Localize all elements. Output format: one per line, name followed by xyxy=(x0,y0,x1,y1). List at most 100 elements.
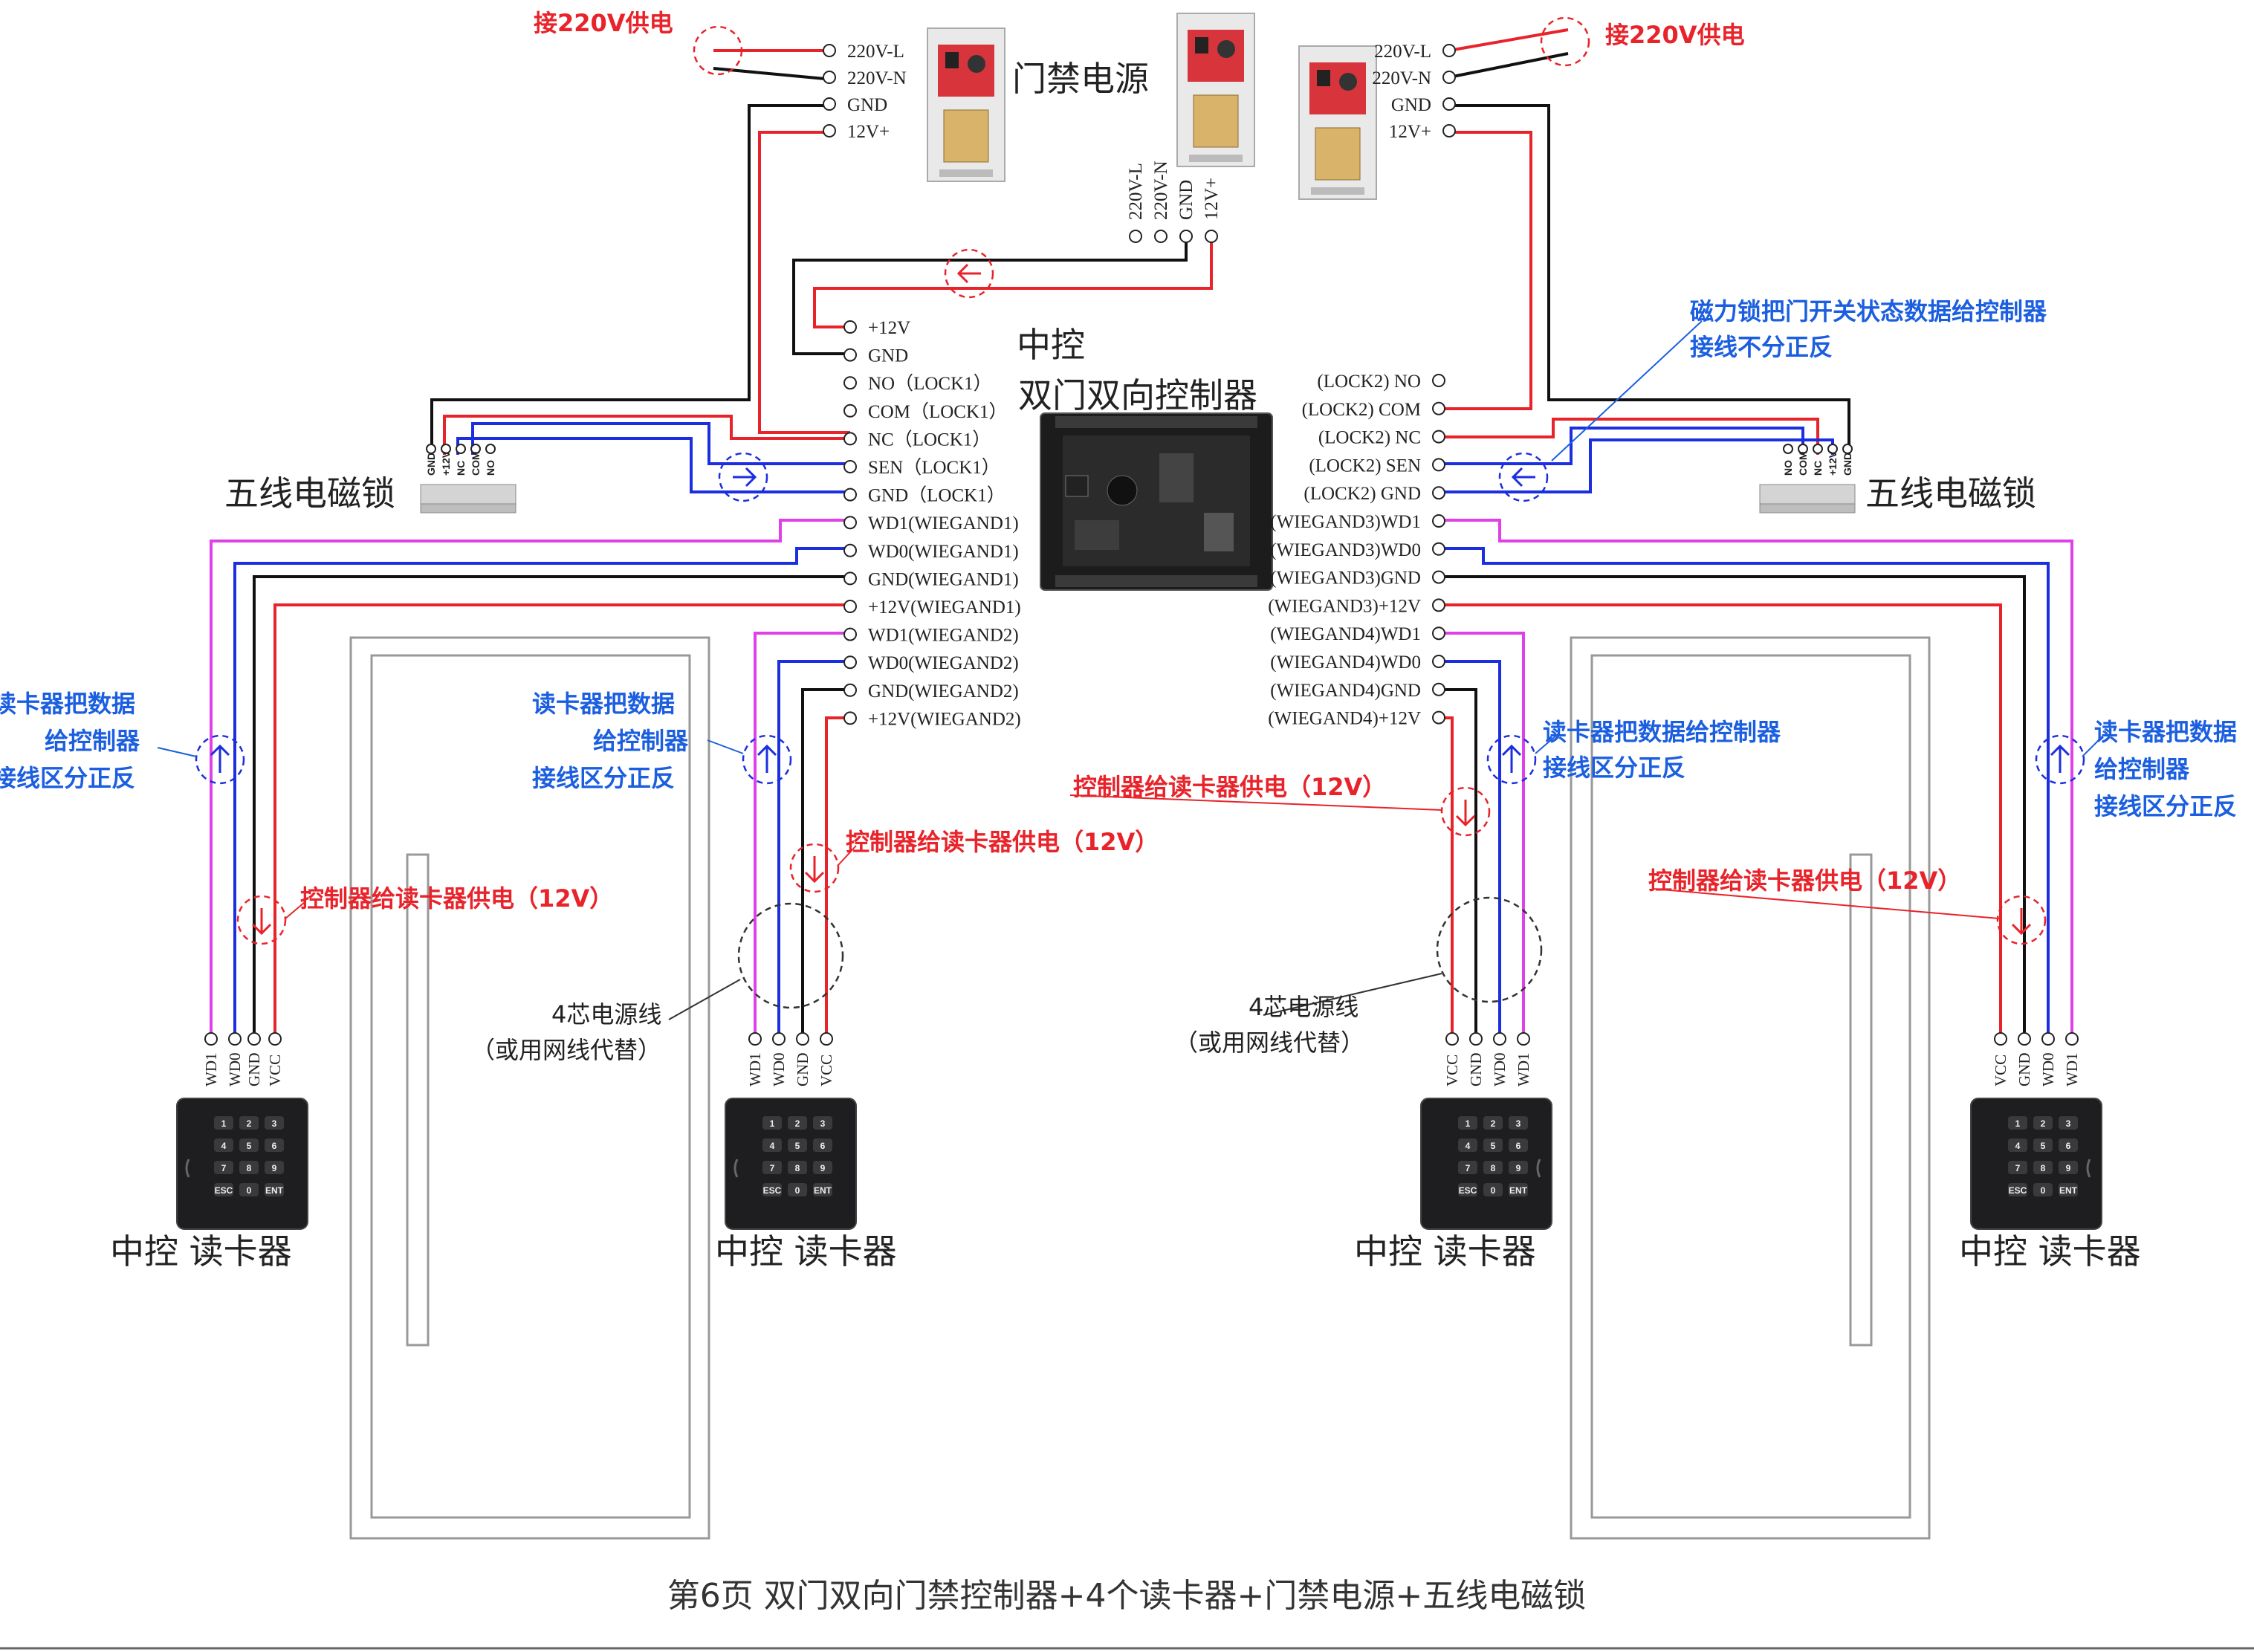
reader-name: 中控 读卡器 xyxy=(1959,1231,2141,1272)
psu-mid-terminal-dot xyxy=(1129,230,1142,243)
reader-data-note: 读卡器把数据给控制器 xyxy=(1543,718,1781,746)
lock-left-terminal-label: GND xyxy=(425,453,437,476)
keypad-key xyxy=(788,1161,807,1174)
controller-right-terminal-dot xyxy=(1432,514,1445,528)
reader-pin-label: WD0 xyxy=(1491,1053,1509,1087)
keypad-key xyxy=(2033,1116,2053,1130)
lock-left-terminal-dot xyxy=(456,444,466,454)
magnet-note-line2: 接线不分正反 xyxy=(1690,333,1833,361)
keypad-key-label: 3 xyxy=(2066,1118,2071,1129)
wire-mid-gnd xyxy=(792,236,1188,355)
wire-right-gnd-lock xyxy=(1449,104,1850,455)
reader-pin-label: GND xyxy=(794,1053,812,1087)
controller-right-terminal-dot xyxy=(1432,682,1445,696)
lock-left-terminal-label: NC xyxy=(455,461,467,476)
keypad-key xyxy=(1509,1161,1528,1174)
keypad-key-label: 2 xyxy=(247,1118,252,1129)
wire-r2-wd0 xyxy=(777,660,850,1037)
keypad-key xyxy=(2059,1161,2078,1174)
keypad-key-label: 5 xyxy=(1491,1141,1496,1151)
marker-r2-data xyxy=(742,734,792,785)
wires xyxy=(210,28,2073,1037)
keypad-key xyxy=(813,1138,832,1152)
controller-right-terminal-dot xyxy=(1432,598,1445,612)
controller-left-terminal-label: +12V(WIEGAND2) xyxy=(868,709,1021,729)
keypad-key-label: 4 xyxy=(221,1141,227,1151)
controller-right-terminal-label: (WIEGAND3)GND xyxy=(1270,569,1421,589)
reader-pin-dot xyxy=(1517,1032,1530,1046)
reader-name: 中控 读卡器 xyxy=(1354,1231,1536,1272)
controller-left-terminal-label: +12V xyxy=(868,318,910,338)
reader-data-note: 读卡器把数据 xyxy=(0,690,135,718)
keypad-key-label: 7 xyxy=(221,1163,227,1173)
keypad-key-label: ENT xyxy=(814,1185,832,1196)
keypad-key xyxy=(214,1183,233,1196)
reader-pin-label: VCC xyxy=(1992,1055,2010,1086)
controller-right-terminal-dot xyxy=(1432,542,1445,556)
reader-data-note: 接线区分正反 xyxy=(532,764,675,792)
marker-lock-left-sen xyxy=(718,452,768,502)
keypad-key-label: 4 xyxy=(1466,1141,1471,1151)
keypad-key xyxy=(1509,1138,1528,1152)
cable-circle-left xyxy=(737,902,844,1009)
controller-right-terminal-label: (WIEGAND4)WD1 xyxy=(1270,624,1421,644)
lock-left-terminal-dot xyxy=(426,444,436,454)
controller-left-terminal-dot xyxy=(843,683,857,697)
keypad-key-label: 9 xyxy=(1516,1163,1521,1173)
wire-lock-right-sen xyxy=(1439,427,1804,465)
controller-left-terminal-dot xyxy=(843,627,857,641)
wire-r2-gnd xyxy=(801,688,850,1037)
keypad-key xyxy=(2008,1116,2027,1130)
lock-label-left: 五线电磁锁 xyxy=(224,473,395,514)
keypad-key xyxy=(2008,1183,2027,1196)
lock-right-terminal-label: +12V xyxy=(1827,450,1839,476)
keypad-key-label: 5 xyxy=(247,1141,252,1151)
keypad-key xyxy=(2033,1161,2053,1174)
controller-left-terminal-label: GND(WIEGAND1) xyxy=(868,569,1019,589)
keypad-key-label: 0 xyxy=(1491,1185,1496,1196)
psu-left-terminal-dot xyxy=(823,44,836,57)
controller-left-terminal-dot xyxy=(843,487,857,502)
reader-pin-dot xyxy=(2065,1032,2079,1046)
controller-right-terminal-label: (WIEGAND3)WD1 xyxy=(1270,512,1421,532)
controller-right-terminals: (LOCK2) NO(LOCK2) COM(LOCK2) NC(LOCK2) S… xyxy=(1268,372,1445,729)
keypad-key xyxy=(1509,1183,1528,1196)
wire-lock-left-sen xyxy=(471,422,850,465)
lock-left-terminal-dot xyxy=(441,444,451,454)
keypad-key-label: 9 xyxy=(2066,1163,2071,1173)
keypad-key xyxy=(762,1183,782,1196)
controller-right-terminal-dot xyxy=(1432,626,1445,641)
reader-pin-dot xyxy=(1469,1032,1483,1046)
keypad-key xyxy=(1458,1161,1477,1174)
psu-mid-terminal-dot xyxy=(1205,230,1218,243)
controller-left-terminal-label: SEN（LOCK1） xyxy=(868,457,1000,478)
psu-left-terminal-label: 12V+ xyxy=(847,122,890,142)
keypad-key xyxy=(2033,1138,2053,1152)
controller-right-terminal-label: (WIEGAND4)WD0 xyxy=(1270,652,1421,673)
keypad-key xyxy=(2059,1183,2078,1196)
wire-mid-12v xyxy=(813,236,1213,328)
reader-pin-dot xyxy=(820,1032,833,1046)
keypad-key-label: ESC xyxy=(763,1185,782,1196)
keypad-key xyxy=(788,1138,807,1152)
keypad-key xyxy=(788,1183,807,1196)
keypad-key xyxy=(265,1138,284,1152)
keypad-key xyxy=(239,1183,259,1196)
footer-caption: 第6页 双门双向门禁控制器+4个读卡器+门禁电源+五线电磁锁 xyxy=(667,1577,1587,1615)
leader-cable-left xyxy=(668,979,741,1020)
keypad-key-label: 2 xyxy=(1491,1118,1496,1129)
lock-right-terminal-dot xyxy=(1827,444,1838,454)
keypad-key xyxy=(1483,1183,1503,1196)
reader-pin-dot xyxy=(772,1032,786,1046)
wire-r3-vcc xyxy=(1439,603,2002,1037)
controller-left-terminal-label: WD0(WIEGAND2) xyxy=(868,653,1019,673)
keypad-key xyxy=(2059,1116,2078,1130)
leader-lines xyxy=(157,320,2104,1020)
wire-r4-wd0 xyxy=(1439,660,1501,1037)
psu-right-terminal-dot xyxy=(1442,97,1456,111)
lock-right-terminal-label: COM xyxy=(1797,451,1809,476)
arrow-down-r4 xyxy=(2011,908,2032,936)
